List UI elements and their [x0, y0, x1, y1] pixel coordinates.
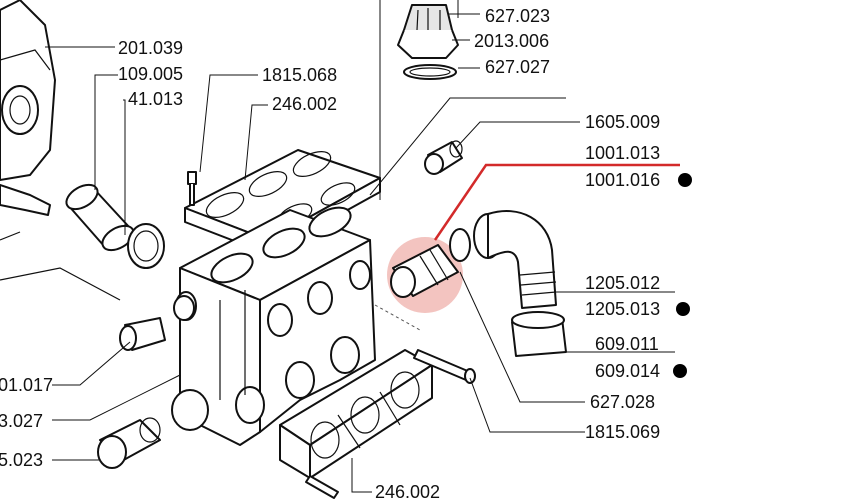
label-5-023: 5.023	[0, 450, 43, 470]
highlighted-nipple-drawing	[387, 237, 463, 313]
label-2013-006: 2013.006	[474, 31, 549, 51]
label-1001-016: 1001.016	[585, 170, 660, 190]
label-1001-013: 1001.013	[585, 143, 660, 163]
pump-housing-drawing	[0, 0, 121, 301]
highlight-leader-line	[433, 163, 680, 241]
label-627-023: 627.023	[485, 6, 550, 26]
label-3-027: 3.027	[0, 411, 43, 431]
label-109-005: 109.005	[118, 64, 183, 84]
label-201-039: 201.039	[118, 38, 183, 58]
bolt-bottom-drawing	[305, 475, 339, 499]
label-609-014: 609.014	[595, 361, 660, 381]
label-1605-009: 1605.009	[585, 112, 660, 132]
label-627-027: 627.027	[485, 57, 550, 77]
plug-1605-drawing	[424, 140, 463, 175]
part-labels: 627.023 2013.006 627.027 201.039 109.005…	[0, 6, 660, 500]
label-01-017: 01.017	[0, 375, 53, 395]
elbow-fitting-drawing	[449, 210, 567, 357]
label-1815-068: 1815.068	[262, 65, 337, 85]
label-627-028: 627.028	[590, 392, 655, 412]
label-1205-013: 1205.013	[585, 299, 660, 319]
bottom-plate-drawing	[279, 349, 433, 479]
leader-lines	[45, 0, 680, 493]
bullet-1205-013	[676, 302, 690, 316]
label-1815-069: 1815.069	[585, 422, 660, 442]
label-609-011: 609.011	[595, 334, 659, 354]
label-246-002-bottom: 246.002	[375, 482, 440, 500]
label-1205-012: 1205.012	[585, 273, 660, 293]
alignment-dashed-line	[374, 304, 421, 331]
label-41-013: 41.013	[128, 89, 183, 109]
plug-drawing	[97, 417, 161, 469]
small-fitting-drawing	[119, 295, 195, 351]
bolt-long-drawing	[413, 349, 476, 384]
bullet-1001-016	[678, 173, 692, 187]
label-246-002-top: 246.002	[272, 94, 337, 114]
manifold-block-drawing	[171, 206, 376, 446]
cylinder-sleeve-drawing	[65, 183, 165, 269]
bolt-top-drawing	[187, 171, 197, 206]
bullet-609-014	[673, 364, 687, 378]
valve-cap-drawing	[397, 4, 459, 80]
